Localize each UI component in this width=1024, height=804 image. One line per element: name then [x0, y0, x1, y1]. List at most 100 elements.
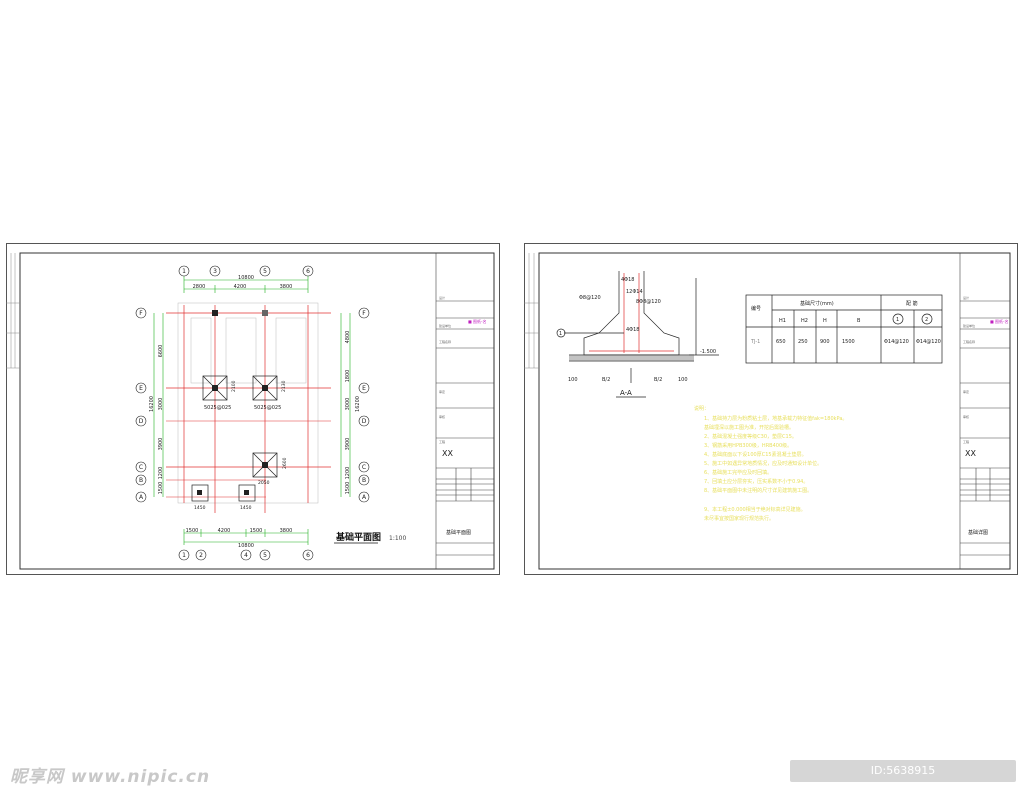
watermark-id: ID:5638915 NO:20100903235504012861: [790, 760, 1016, 799]
table-cell: 900: [820, 339, 830, 345]
svg-text:审定: 审定: [963, 389, 969, 394]
axis-label-bottom: 4: [244, 552, 248, 559]
dim-bottom: 1500: [186, 528, 199, 534]
drawing-name: 基础平面图: [446, 529, 471, 536]
svg-text:工程: 工程: [963, 439, 969, 444]
dim-left: 1500: [158, 482, 164, 495]
table-cell: 1500: [842, 339, 855, 345]
svg-text:审定: 审定: [439, 389, 445, 394]
small-dim: 2050: [258, 480, 270, 486]
axis-label-bottom: 6: [306, 552, 310, 559]
table-cell: 650: [776, 339, 786, 345]
note-line: 3、钢筋采用HPB300级，HRB400级。: [704, 442, 792, 449]
dim-right: 4800: [345, 331, 351, 344]
table-header: 配 筋: [906, 300, 918, 307]
elevation: -1.500: [700, 349, 716, 355]
dim-top: 3800: [280, 284, 293, 290]
table-row-label: TJ-1: [750, 339, 760, 345]
notes-title: 说明：: [694, 405, 709, 412]
rebar-mark: 2: [925, 317, 928, 323]
axis-label-left: F: [139, 310, 143, 317]
svg-text:建设单位: 建设单位: [439, 323, 451, 328]
drawing-name: 基础详图: [968, 529, 988, 536]
axis-label-right: D: [362, 418, 367, 425]
plan-title: 基础平面图: [335, 531, 381, 543]
dim-bottom: 4200: [218, 528, 231, 534]
rebar-label: 4Φ18: [626, 327, 639, 333]
svg-text:■ 图纸-名: ■ 图纸-名: [990, 318, 1009, 324]
watermark-logo: 昵享网 www.nipic.cn: [10, 767, 211, 787]
dim-right-total: 16200: [355, 396, 361, 412]
axis-label-right: A: [362, 494, 367, 501]
footing-table: [745, 294, 943, 364]
axis-label-top: 5: [263, 268, 267, 275]
project-name: XX: [965, 449, 976, 458]
dim-right: 1200: [345, 467, 351, 480]
axis-label-top: 1: [182, 268, 186, 275]
rebar-mark: 1: [896, 317, 899, 323]
table-col: H2: [801, 318, 808, 324]
svg-text:建设单位: 建设单位: [963, 323, 975, 328]
note-line: 2、基础混凝土强度等级C30，垫层C15。: [704, 433, 797, 440]
dim-left: 6600: [158, 345, 164, 358]
table-col: B: [857, 318, 861, 324]
footing-label: 5025@025: [254, 405, 281, 411]
dim-right: 1800: [345, 370, 351, 383]
dim-top-total: 10800: [238, 275, 254, 281]
dim-left: 3900: [158, 438, 164, 451]
svg-text:审核: 审核: [439, 414, 445, 419]
note-line: 7、回填土应分层夯实，压实系数不小于0.94。: [704, 478, 808, 485]
small-dim: 2100: [231, 380, 237, 392]
dim-left: 3000: [158, 398, 164, 411]
note-line: 5、施工中如遇异常地质情况，应及时通知设计单位。: [704, 460, 822, 467]
section-dim: B/2: [602, 377, 610, 383]
table-cell: Φ14@120: [916, 339, 941, 345]
axis-label-right: B: [362, 477, 366, 484]
dim-left: 1200: [158, 467, 164, 480]
gray-outline: [177, 302, 319, 504]
axis-label-left: B: [139, 477, 143, 484]
footing-label: 5025@025: [204, 405, 231, 411]
axis-label-left: C: [139, 464, 143, 471]
axis-bubbles: [135, 265, 370, 561]
table-header: 编号: [751, 305, 761, 312]
svg-text:设计: 设计: [963, 295, 969, 300]
axis-label-right: C: [362, 464, 366, 471]
dim-bottom-total: 10800: [238, 543, 254, 549]
axis-label-left: A: [139, 494, 144, 501]
svg-text:工程: 工程: [439, 439, 445, 444]
note-line: 6、基础施工完毕应及时回填。: [704, 469, 772, 476]
section-dim: 100: [568, 377, 578, 383]
axis-lines: [166, 305, 331, 513]
section-dim: B/2: [654, 377, 662, 383]
axis-label-right: F: [362, 310, 366, 317]
axis-label-right: E: [362, 385, 366, 392]
foundation-lines: [166, 420, 331, 498]
svg-text:审核: 审核: [963, 414, 969, 419]
svg-text:设计: 设计: [439, 295, 445, 300]
rebar-label: Φ8@120: [579, 295, 601, 301]
dim-bottom: 1500: [250, 528, 263, 534]
dim-top: 4200: [234, 284, 247, 290]
svg-text:工程名称: 工程名称: [963, 339, 975, 344]
table-cell: 250: [798, 339, 808, 345]
dim-left-total: 16200: [149, 396, 155, 412]
rebar-label: 8Φ8@120: [636, 299, 661, 305]
small-dims: 2100 2130 2600 2050 1450 1450: [194, 380, 288, 511]
footing-labels: 5025@025 5025@025: [204, 405, 281, 411]
svg-text:■ 图纸-名: ■ 图纸-名: [468, 318, 487, 324]
small-dim: 1450: [240, 505, 252, 511]
project-name: XX: [442, 449, 453, 458]
axis-label-bottom: 1: [182, 552, 186, 559]
foundation-plan-sheet: 设计建设单位工程名称 审定审核工程 ■ 图纸-名 XX 基础平面图: [6, 243, 500, 575]
dim-bottom: 3800: [280, 528, 293, 534]
foundation-detail-sheet: 设计建设单位工程名称 审定审核工程 ■ 图纸-名 XX 基础详图 4Φ18 1 2…: [524, 243, 1018, 575]
svg-text:工程名称: 工程名称: [439, 339, 451, 344]
small-dim: 2130: [281, 380, 287, 392]
table-cell: Φ14@120: [884, 339, 909, 345]
axis-label-bottom: 5: [263, 552, 267, 559]
plan-scale: 1:100: [389, 535, 406, 542]
dim-right: 3900: [345, 438, 351, 451]
axis-label-top: 3: [213, 268, 217, 275]
